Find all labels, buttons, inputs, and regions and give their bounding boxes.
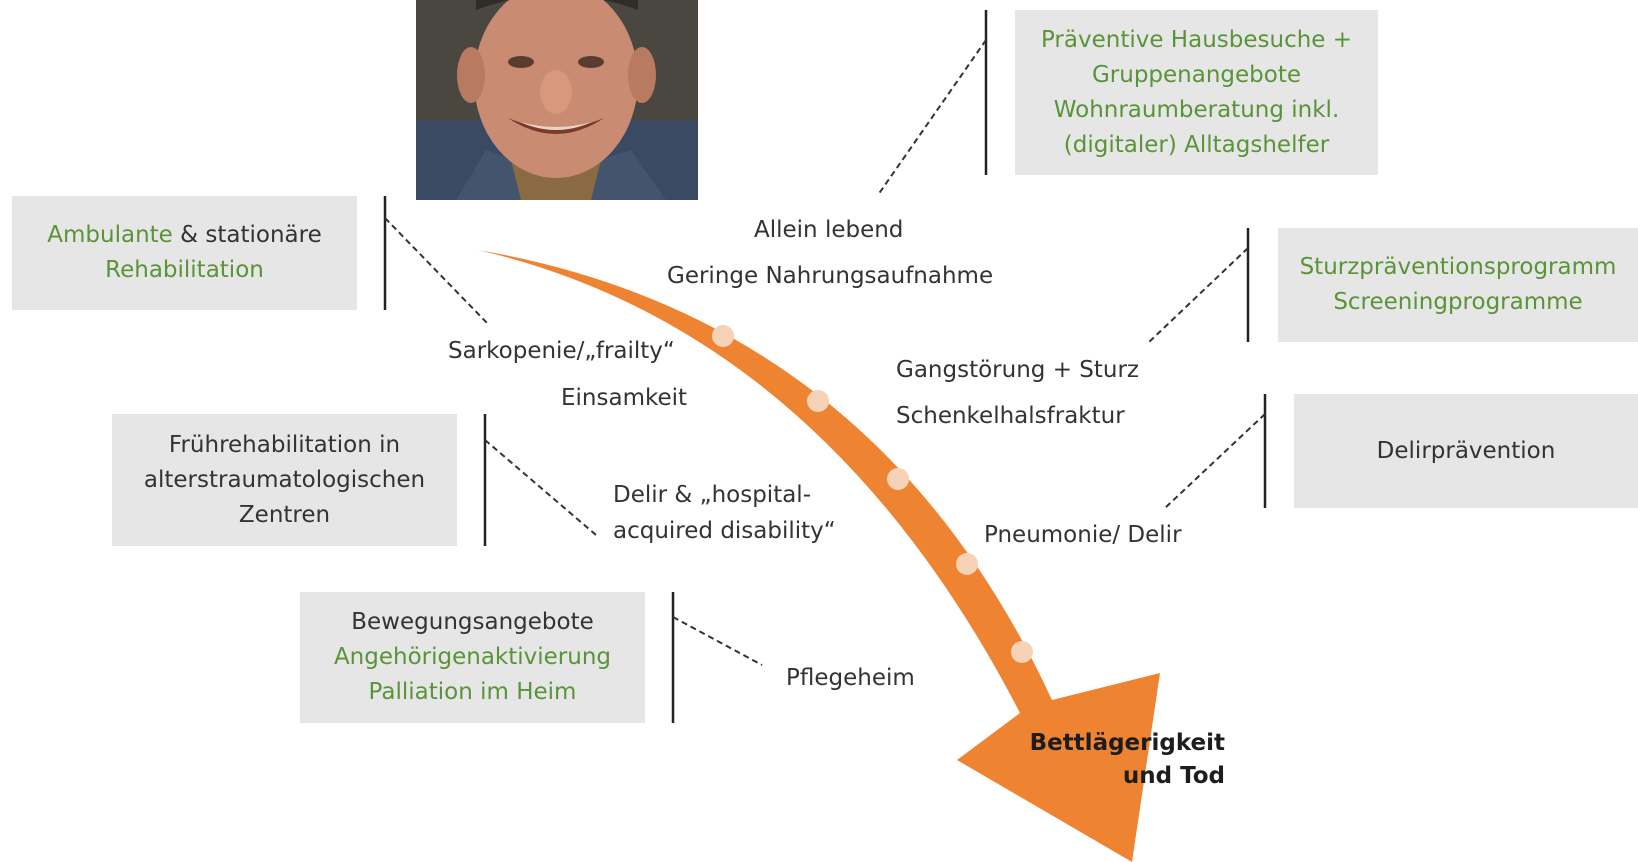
connector-line <box>877 39 987 196</box>
box-line: Frührehabilitation in <box>168 431 401 458</box>
arrow-dot <box>887 468 909 490</box>
box-line: Wohnraumberatung inkl. <box>1053 96 1340 123</box>
stage-nahrungsaufnahme: Geringe Nahrungsaufnahme <box>667 263 994 289</box>
arrow-dot <box>1011 641 1033 663</box>
box-line: Ambulante & stationäre <box>47 218 321 253</box>
portrait-illustration <box>416 0 698 200</box>
stage-delir-line1: Delir & „hospital- <box>613 482 811 508</box>
box-line: alterstraumatologischen <box>143 466 426 493</box>
arrow-dot <box>956 553 978 575</box>
arrow-dot <box>807 390 829 412</box>
box-text-green: Ambulante <box>47 222 173 248</box>
box-line: (digitaler) Alltagshelfer <box>1063 131 1330 158</box>
arrow-dot <box>712 325 734 347</box>
box-line: Delirprävention <box>1376 437 1556 464</box>
stage-delir-line2: acquired disability“ <box>613 518 836 544</box>
box-bewegungsangebote: Bewegungsangebote Angehörigenaktivierung… <box>300 592 645 723</box>
connector-line <box>384 217 489 325</box>
box-line: Sturzpräventionsprogramm <box>1299 254 1617 280</box>
box-line: Bewegungsangebote <box>351 609 594 635</box>
stage-gangstoerung: Gangstörung + Sturz <box>896 357 1139 383</box>
box-line: Präventive Hausbesuche + <box>1040 26 1353 53</box>
stage-einsamkeit: Einsamkeit <box>561 385 688 411</box>
box-rehabilitation: Ambulante & stationäre Rehabilitation <box>12 196 357 310</box>
decline-arrow <box>478 250 1160 862</box>
end-line: Bettlägerigkeit <box>1029 730 1225 756</box>
stage-pneumonie: Pneumonie/ Delir <box>984 522 1182 548</box>
stage-schenkelhalsfraktur: Schenkelhalsfraktur <box>896 403 1125 429</box>
box-delirpraevention: Delirprävention <box>1294 394 1638 508</box>
box-sturzpraevention: Sturzpräventionsprogramm Screeningprogra… <box>1278 228 1638 342</box>
box-line: Rehabilitation <box>105 257 264 283</box>
box-line: Palliation im Heim <box>368 679 577 705</box>
box-praeventive-hausbesuche: Präventive Hausbesuche + Gruppenangebote… <box>1015 10 1378 175</box>
connector-line <box>484 439 597 536</box>
stage-sarkopenie: Sarkopenie/„frailty“ <box>448 338 675 364</box>
portrait-photo <box>416 0 698 200</box>
connector-line <box>1164 413 1266 509</box>
end-line: und Tod <box>1122 763 1225 789</box>
stage-allein-lebend: Allein lebend <box>754 217 904 243</box>
box-text-dark: & stationäre <box>172 222 322 248</box>
box-line: Screeningprogramme <box>1333 289 1583 315</box>
box-line: Angehörigenaktivierung <box>333 644 612 670</box>
box-line: Zentren <box>238 501 331 528</box>
box-fruehrehabilitation: Frührehabilitation in alterstraumatologi… <box>112 414 457 546</box>
stage-pflegeheim: Pflegeheim <box>786 665 915 691</box>
connector-line <box>672 616 763 666</box>
box-line: Gruppenangebote <box>1091 61 1302 88</box>
connector-line <box>1147 247 1249 344</box>
end-stage-label: Bettlägerigkeit und Tod <box>1010 727 1225 793</box>
